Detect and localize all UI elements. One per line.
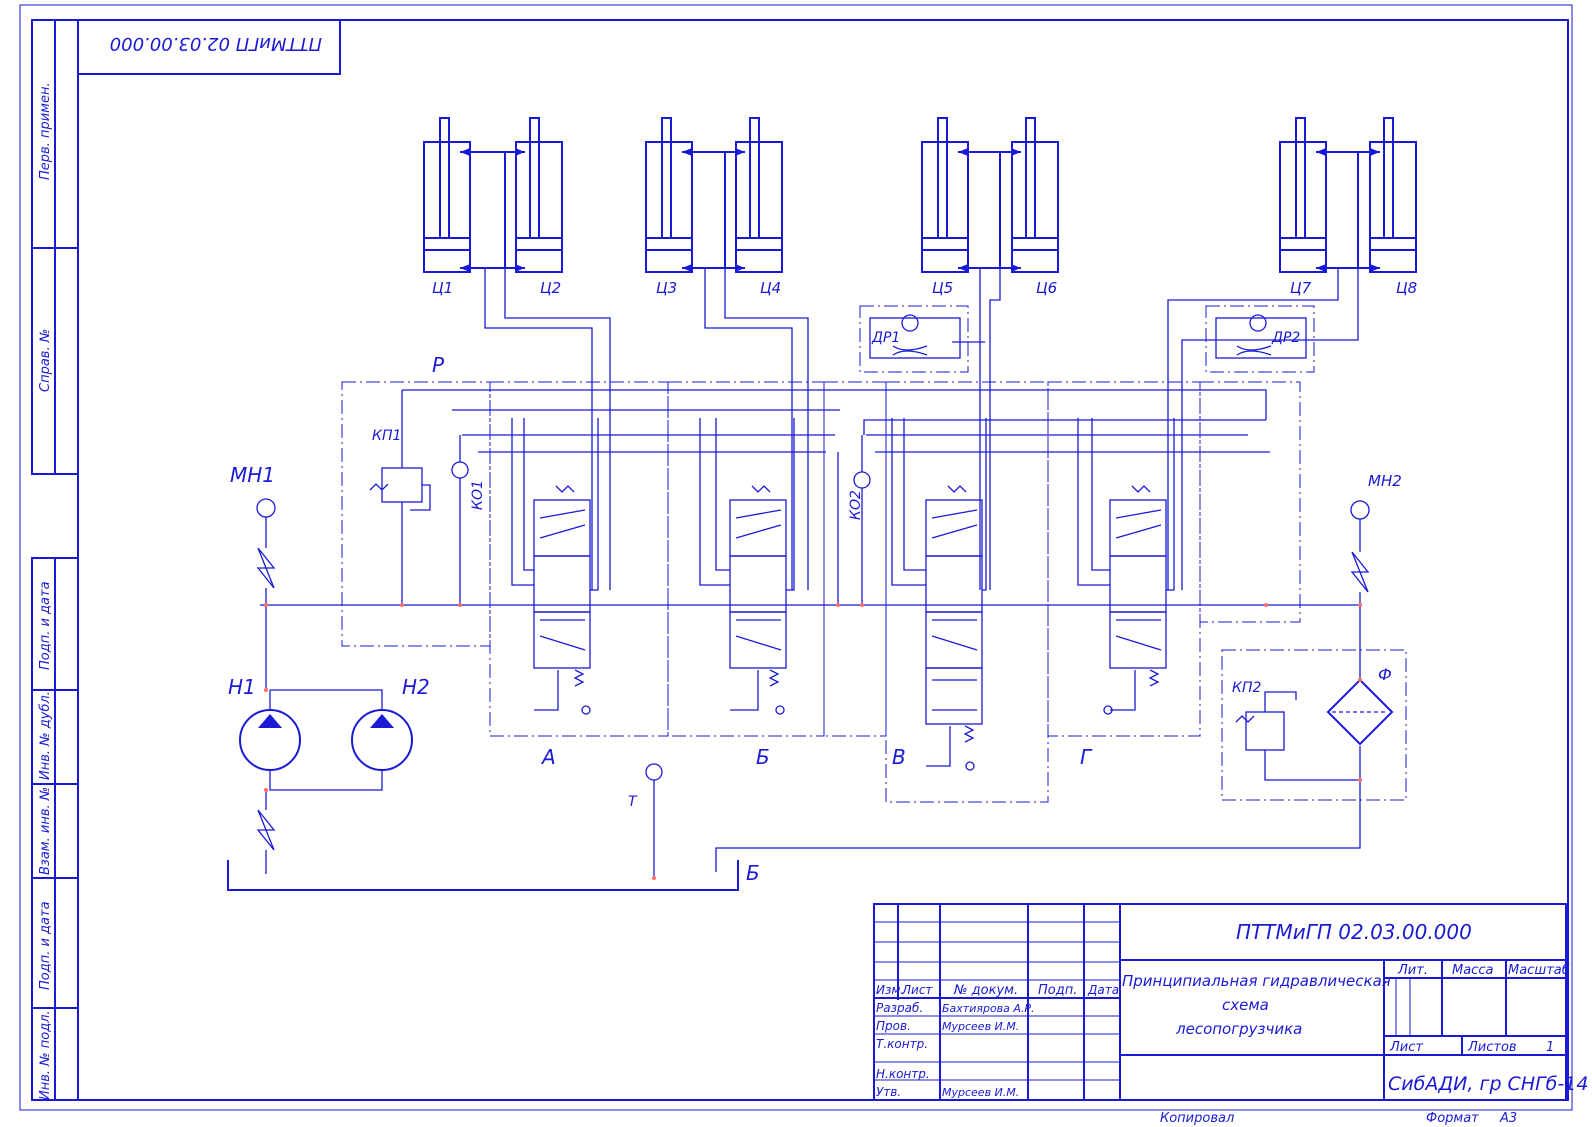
- tb-name-line1: Принципиальная гидравлическая: [1122, 972, 1391, 990]
- tb-prov-name: Мурсеев И.М.: [942, 1020, 1019, 1033]
- tb-massa: Масса: [1452, 963, 1493, 978]
- tb-name-line3: лесопогрузчика: [1175, 1020, 1302, 1038]
- side-label-podp2: Подп. и дата: [38, 901, 53, 990]
- top-stamp-code: ПТТМиГП 02.03.00.000: [110, 33, 322, 54]
- tb-org: СибАДИ, гр СНГб-14 Т1: [1388, 1073, 1592, 1095]
- filter-unit: [1221, 500, 1407, 801]
- tb-lit: Лит.: [1397, 963, 1428, 978]
- tb-masshtab: Масштаб: [1508, 963, 1570, 978]
- label-p: Р: [432, 353, 445, 377]
- tb-format-value: А3: [1499, 1111, 1517, 1126]
- check-valve-ko1: [451, 435, 469, 605]
- throttle-dr2: [1205, 305, 1315, 373]
- throttle-dr1: [859, 305, 985, 373]
- label-kp1: КП1: [372, 428, 401, 444]
- tank: [227, 763, 1361, 891]
- tb-col-izm: Изм.: [876, 983, 904, 997]
- label-c6: Ц6: [1036, 279, 1057, 297]
- top-stamp: [77, 19, 341, 75]
- label-c4: Ц4: [760, 279, 781, 297]
- tb-list: Лист: [1389, 1040, 1423, 1055]
- cylinder-group-7-8: [1279, 117, 1417, 273]
- label-ko1: КО1: [470, 480, 486, 510]
- tb-col-podp: Подп.: [1038, 983, 1077, 998]
- label-dr1: ДР1: [871, 330, 900, 346]
- tb-razrab: Разраб.: [876, 1001, 923, 1015]
- distributor-outlines: [341, 381, 1301, 803]
- cylinder-group-5-6: [921, 117, 1059, 273]
- side-label-podp1: Подп. и дата: [38, 581, 53, 670]
- tb-utv-name: Мурсеев И.М.: [942, 1086, 1019, 1099]
- label-t: Т: [628, 794, 638, 810]
- side-label-inv-podl: Инв. № подл.: [38, 1010, 53, 1100]
- tb-tkontr: Т.контр.: [876, 1037, 928, 1051]
- label-valve-v: В: [892, 745, 906, 769]
- tb-col-list: Лист: [901, 983, 933, 997]
- label-c8: Ц8: [1396, 279, 1417, 297]
- tb-col-ndok: № докум.: [953, 983, 1018, 998]
- label-n1: Н1: [228, 675, 256, 699]
- label-valve-b: Б: [756, 745, 770, 769]
- tb-razrab-name: Бахтиярова А.Р.: [942, 1002, 1035, 1015]
- label-valve-a: А: [540, 745, 556, 769]
- side-strip: Перв. примен. Справ. № Подп. и дата Инв.…: [31, 19, 79, 1101]
- label-c2: Ц2: [540, 279, 561, 297]
- title-block: Изм. Лист № докум. Подп. Дата Разраб. Ба…: [873, 903, 1592, 1101]
- label-f: Ф: [1378, 665, 1392, 684]
- valve-b: [699, 418, 795, 715]
- tb-name-line2: схема: [1222, 996, 1269, 1014]
- label-n2: Н2: [402, 675, 430, 699]
- tb-listov-value: 1: [1546, 1040, 1554, 1055]
- label-ko2: КО2: [848, 490, 864, 520]
- sheet-outer-border: [19, 4, 1573, 1111]
- valve-v: [891, 418, 987, 771]
- label-valve-g: Г: [1080, 745, 1093, 769]
- label-c3: Ц3: [656, 279, 677, 297]
- side-label-sprav: Справ. №: [38, 329, 53, 392]
- label-c7: Ц7: [1290, 279, 1312, 297]
- label-mn1: МН1: [230, 463, 275, 487]
- label-c1: Ц1: [432, 279, 453, 297]
- tb-utv: Утв.: [876, 1085, 901, 1099]
- side-label-vzam: Взам. инв. №: [38, 787, 53, 875]
- cylinder-pipes: [484, 268, 1359, 590]
- junction-dots: [264, 603, 1362, 880]
- valve-a: [511, 418, 599, 715]
- cylinder-group-3-4: [645, 117, 783, 273]
- tb-prov: Пров.: [876, 1019, 911, 1033]
- tb-format: Формат: [1426, 1111, 1479, 1126]
- side-label-perv: Перв. примен.: [38, 82, 53, 180]
- relief-valve-kp1: [369, 390, 431, 605]
- cylinder-group-1-2: [423, 117, 563, 273]
- tb-code: ПТТМиГП 02.03.00.000: [1236, 920, 1472, 944]
- label-kp2: КП2: [1232, 680, 1261, 696]
- label-c5: Ц5: [932, 279, 953, 297]
- label-mn2: МН2: [1368, 472, 1402, 490]
- tb-nkontr: Н.контр.: [876, 1067, 930, 1081]
- label-dr2: ДР2: [1271, 330, 1300, 346]
- tb-col-data: Дата: [1087, 983, 1119, 997]
- side-label-inv-dubl: Инв. № дубл.: [38, 691, 53, 780]
- check-valve-ko2: [837, 435, 871, 605]
- valve-g: [1077, 418, 1175, 715]
- pump-circuit: [239, 498, 413, 874]
- tb-listov: Листов: [1467, 1040, 1517, 1055]
- label-tank-b: Б: [746, 861, 760, 885]
- tb-kopiroval: Копировал: [1160, 1111, 1234, 1126]
- buses: [260, 389, 1360, 606]
